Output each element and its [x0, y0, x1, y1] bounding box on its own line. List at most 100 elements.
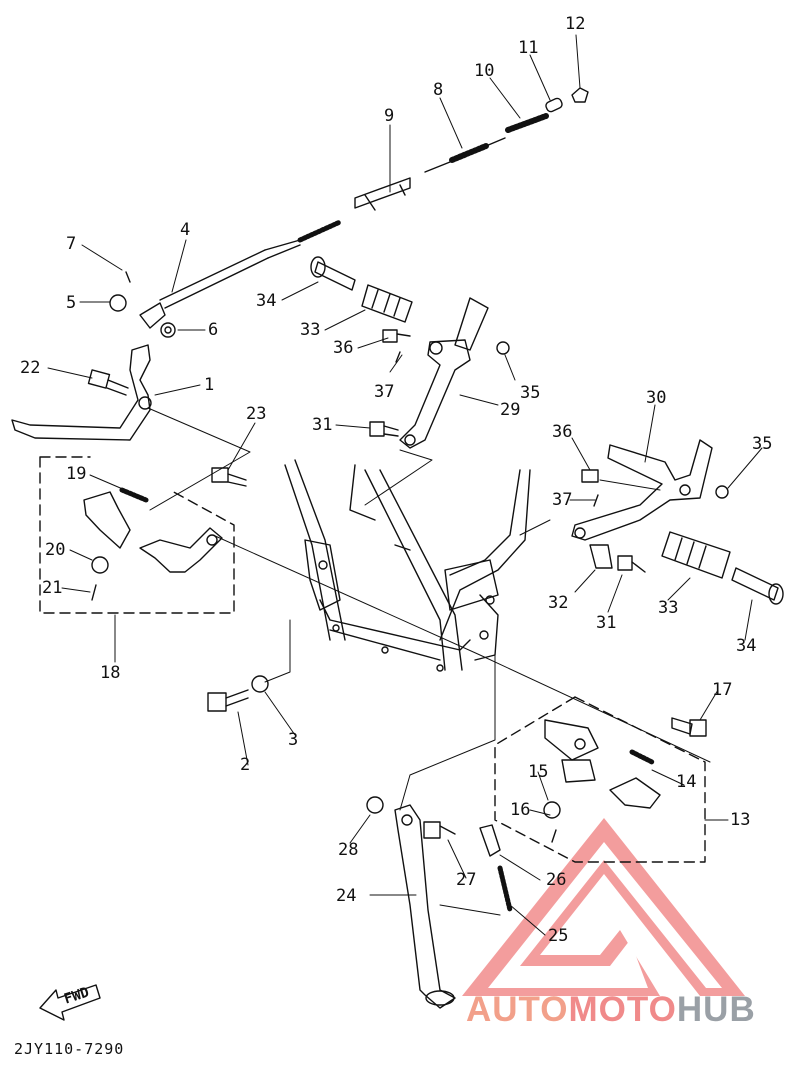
label-20: 20 [45, 540, 66, 560]
label-30: 30 [646, 388, 667, 408]
part-31-bolt [369, 421, 399, 437]
part-34-pin [310, 256, 356, 291]
part-29-footrest-bracket [399, 297, 489, 449]
label-8: 8 [433, 80, 444, 100]
label-16: 16 [510, 800, 531, 820]
part-5-pin [109, 294, 127, 312]
label-26: 26 [546, 870, 567, 890]
part-9-rod [354, 177, 411, 211]
part-33-footrest-rubber [361, 284, 413, 323]
label-34-left: 34 [256, 291, 277, 311]
label-36-right: 36 [552, 422, 573, 442]
fwd-arrow-icon [39, 984, 101, 1021]
label-32: 32 [548, 593, 569, 613]
diagram-code: 2JY110-7290 [14, 1040, 125, 1058]
part-28-collar [366, 796, 384, 814]
label-25: 25 [548, 926, 569, 946]
part-22-bolt [87, 369, 129, 396]
label-31-left: 31 [312, 415, 333, 435]
label-21: 21 [42, 578, 63, 598]
part-36-pin [382, 329, 411, 343]
part-31b-bolt [617, 555, 646, 573]
part-37b-cotter [593, 494, 599, 507]
label-28: 28 [338, 840, 359, 860]
watermark-part-hub: HUB [676, 990, 756, 1029]
label-11: 11 [518, 38, 539, 58]
dashed-group-box-13 [494, 696, 706, 863]
label-27: 27 [456, 870, 477, 890]
label-35-right: 35 [752, 434, 773, 454]
label-10: 10 [474, 61, 495, 81]
label-22: 22 [20, 358, 41, 378]
label-9: 9 [384, 106, 395, 126]
label-33-left: 33 [300, 320, 321, 340]
label-leaders [47, 34, 763, 936]
label-13: 13 [730, 810, 751, 830]
label-7: 7 [66, 234, 77, 254]
part-18-shift-footrest [83, 491, 223, 573]
label-36-left: 36 [333, 338, 354, 358]
part-33b-rubber [661, 531, 731, 579]
part-36b-pin [581, 469, 599, 483]
part-27-bolt [423, 821, 456, 839]
label-19: 19 [66, 464, 87, 484]
label-37-right: 37 [552, 490, 573, 510]
part-14-spring [629, 749, 655, 765]
part-10-spring [505, 113, 549, 133]
watermark-triangle-logo [462, 818, 745, 996]
watermark-brand: AUTOMOTOHUB [466, 990, 756, 1030]
part-1-brake-pedal [11, 344, 152, 441]
watermark-part-moto: MOTO [568, 990, 677, 1029]
label-4: 4 [180, 220, 191, 240]
part-2-bolt [207, 689, 249, 712]
label-14: 14 [676, 772, 697, 792]
label-34-right: 34 [736, 636, 757, 656]
label-5: 5 [66, 293, 77, 313]
part-6-washer [160, 322, 176, 338]
part-32-plate [589, 544, 613, 569]
label-2: 2 [240, 755, 251, 775]
label-18: 18 [100, 663, 121, 683]
part-35b-nut [715, 485, 729, 499]
part-25-spring [497, 865, 513, 913]
label-33-right: 33 [658, 598, 679, 618]
label-12: 12 [565, 14, 586, 34]
part-21-cotter [91, 584, 97, 601]
label-35-left: 35 [520, 383, 541, 403]
part-16-cotter [551, 829, 557, 843]
part-13-sidestand-bracket [544, 719, 599, 783]
watermark-part-auto: AUTO [466, 990, 569, 1029]
part-34b-pin [731, 567, 784, 605]
label-17: 17 [712, 680, 733, 700]
part-35-nut [496, 341, 510, 355]
frame-body [284, 459, 531, 672]
label-1: 1 [204, 375, 215, 395]
connection-lines [147, 407, 711, 916]
part-3-nut [251, 675, 269, 693]
part-14-footrest [609, 777, 661, 809]
label-24: 24 [336, 886, 357, 906]
part-4-brake-rod [139, 219, 343, 329]
part-11-joint [545, 97, 563, 113]
part-17-bolt [671, 717, 707, 737]
label-23: 23 [246, 404, 267, 424]
part-26-plate [479, 824, 501, 857]
part-24-sidestand [394, 804, 456, 1009]
label-15: 15 [528, 762, 549, 782]
part-12-stopper [571, 87, 589, 103]
label-6: 6 [208, 320, 219, 340]
dashed-group-box-18 [39, 456, 235, 614]
part-8-spring [424, 137, 506, 173]
label-31-right: 31 [596, 613, 617, 633]
part-30-footrest-bracket [571, 439, 713, 541]
part-20-pin [91, 556, 109, 574]
part-7-cotter-pin [125, 271, 131, 283]
part-15-pin [543, 801, 561, 819]
part-19-spring [119, 487, 149, 503]
part-37-cotter [395, 351, 401, 363]
label-37-left: 37 [374, 382, 395, 402]
label-29: 29 [500, 400, 521, 420]
label-3: 3 [288, 730, 299, 750]
